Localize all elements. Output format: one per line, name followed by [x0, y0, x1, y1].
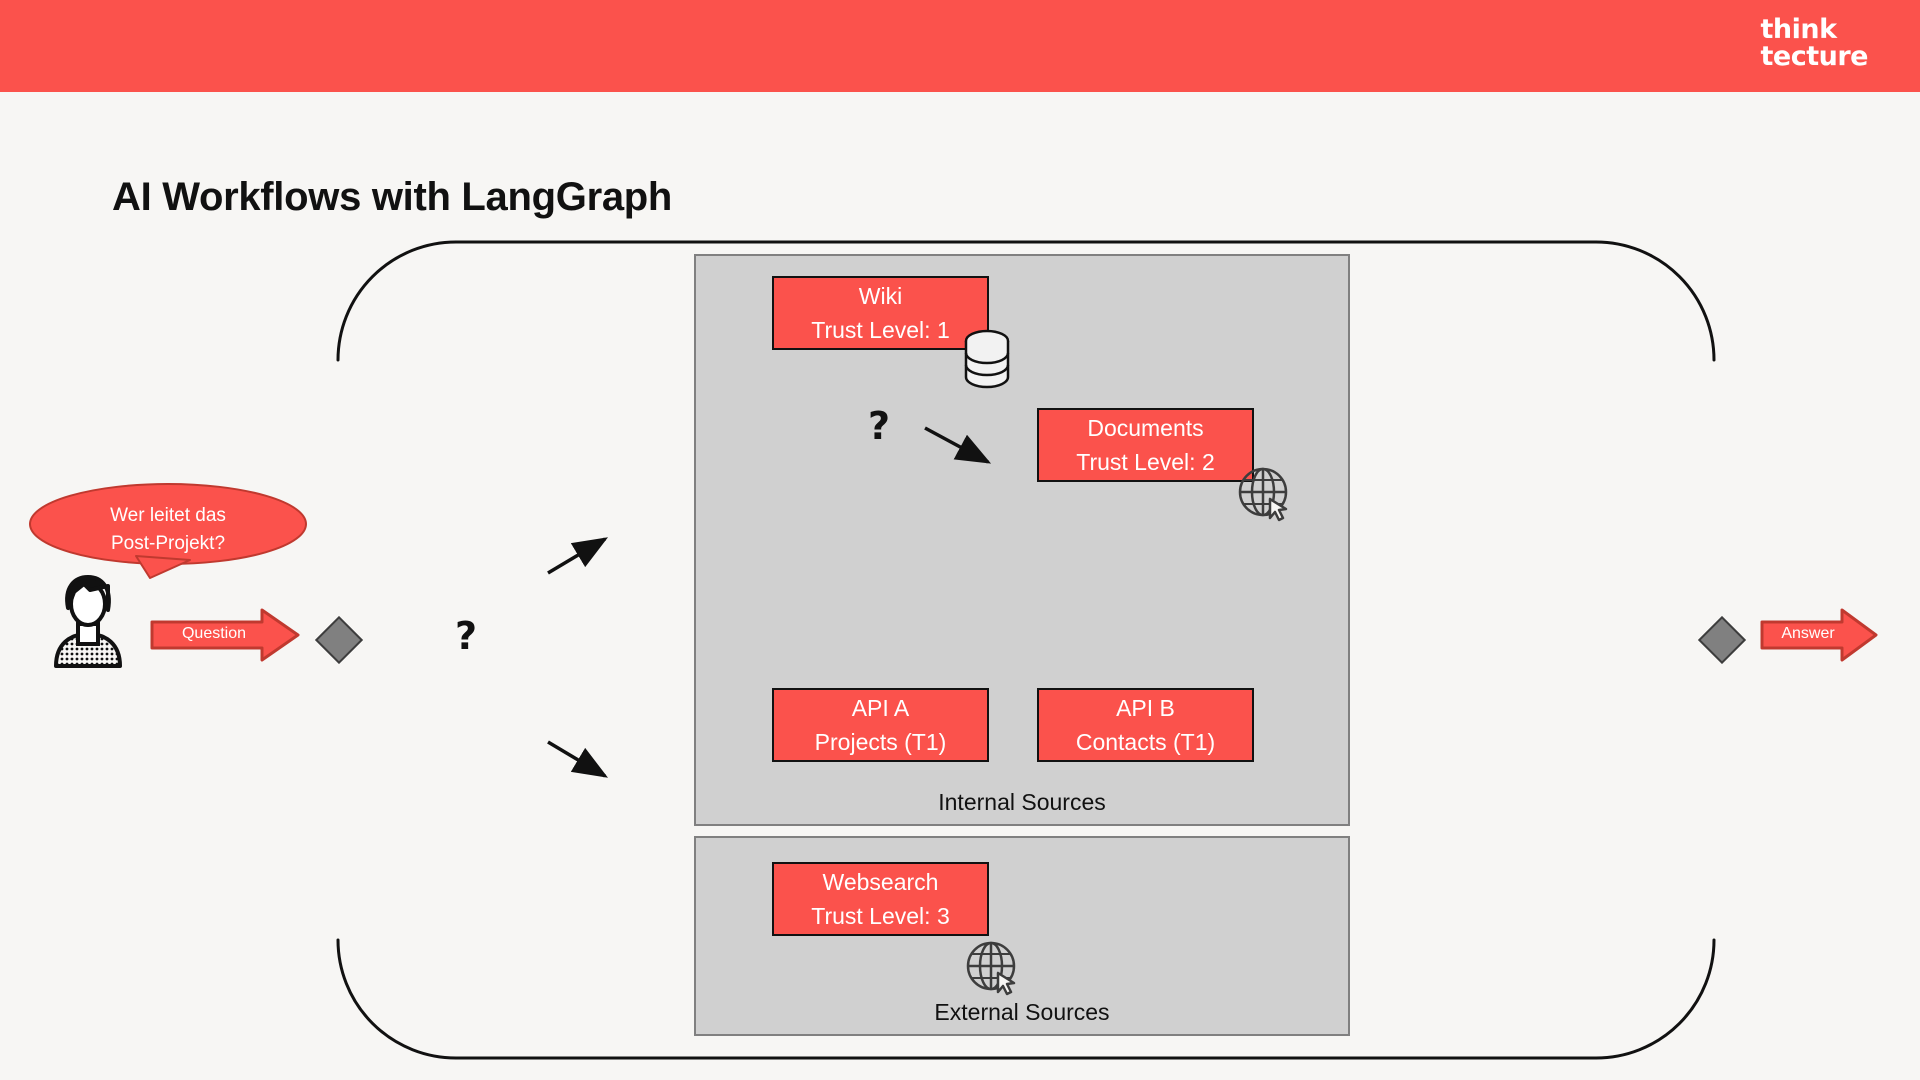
thinktecture-logo: think tecture	[1760, 14, 1869, 72]
node-websearch[interactable]: Websearch Trust Level: 3	[772, 862, 989, 936]
node-api-a[interactable]: API A Projects (T1)	[772, 688, 989, 762]
node-api-b[interactable]: API B Contacts (T1)	[1037, 688, 1254, 762]
answer-arrow: Answer	[1760, 608, 1878, 662]
page-title: AI Workflows with LangGraph	[112, 175, 673, 219]
node-wiki-subtitle: Trust Level: 1	[811, 317, 950, 343]
node-wiki[interactable]: Wiki Trust Level: 1	[772, 276, 989, 350]
question-arrow-label: Question	[181, 625, 247, 642]
node-wiki-title: Wiki	[858, 283, 903, 309]
group-external-label: External Sources	[934, 999, 1110, 1025]
person-icon	[50, 572, 126, 668]
group-external-sources: External Sources	[694, 836, 1350, 1036]
speech-bubble-line-2: Post-Projekt?	[110, 533, 226, 554]
speech-bubble-text: Wer leitet das Post-Projekt?	[28, 502, 308, 558]
speech-bubble: Wer leitet das Post-Projekt?	[28, 483, 308, 579]
logo-line-think: think	[1760, 14, 1838, 45]
node-api-a-title: API A	[851, 695, 910, 721]
graph-frame	[336, 240, 1716, 1060]
node-api-a-subtitle: Projects (T1)	[814, 729, 947, 755]
answer-arrow-label: Answer	[1781, 625, 1835, 642]
logo-line-tecture: tecture	[1760, 41, 1869, 72]
group-internal-label: Internal Sources	[938, 789, 1106, 815]
node-documents[interactable]: Documents Trust Level: 2	[1037, 408, 1254, 482]
speech-bubble-line-1: Wer leitet das	[110, 505, 226, 526]
node-websearch-title: Websearch	[822, 869, 939, 895]
router-question-mark: ?	[455, 614, 478, 658]
globe-cursor-icon	[965, 940, 1021, 1001]
node-websearch-subtitle: Trust Level: 3	[811, 903, 950, 929]
inner-question-mark: ?	[868, 404, 891, 448]
header-bar: think tecture	[0, 0, 1920, 92]
node-documents-subtitle: Trust Level: 2	[1076, 449, 1215, 475]
globe-cursor-icon	[1237, 466, 1293, 527]
database-icon	[963, 328, 1011, 395]
node-api-b-subtitle: Contacts (T1)	[1075, 729, 1216, 755]
question-arrow: Question	[150, 608, 300, 662]
node-documents-title: Documents	[1087, 415, 1204, 441]
node-api-b-title: API B	[1116, 695, 1175, 721]
